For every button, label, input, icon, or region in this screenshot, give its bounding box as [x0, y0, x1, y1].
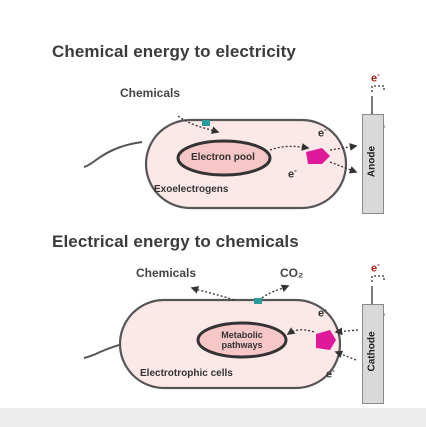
metabolic-line2: pathways [221, 340, 263, 350]
top-chemicals-label: Chemicals [120, 86, 181, 100]
flagellum [83, 141, 143, 168]
teal-protein [254, 298, 262, 304]
electron-arrow [329, 161, 358, 174]
metabolic-line1: Metabolic [221, 330, 263, 340]
electron-arrow [329, 143, 358, 151]
bottom-title: Electrical energy to chemicals [52, 232, 299, 251]
electrotrophic-label: Electrotrophic cells [140, 368, 233, 379]
electron-symbol: e- [371, 70, 380, 85]
magenta-protein [306, 148, 330, 164]
electron-symbol: e- [318, 125, 327, 140]
exoelectrogens-label: Exoelectrogens [154, 184, 229, 195]
cathode-electrode [362, 304, 384, 404]
metabolic-label: Metabolic pathways [218, 330, 266, 350]
electron-arrow [269, 143, 310, 151]
electron-arrow [334, 350, 357, 361]
electron-pool [176, 139, 272, 177]
electron-symbol: e- [371, 260, 380, 275]
anode-electrode [362, 114, 384, 214]
footer-band [0, 408, 426, 427]
teal-protein [202, 120, 210, 126]
circuit-wire [371, 275, 385, 282]
electron-arrow [286, 327, 315, 335]
electron-symbol: e- [318, 305, 327, 320]
anode-label: Anode [366, 145, 378, 178]
co2-arrow [261, 284, 290, 299]
chemicals-arrow [190, 286, 235, 301]
bottom-chemicals-label: Chemicals [136, 266, 197, 280]
electron-symbol: e- [288, 166, 297, 181]
cathode-label: Cathode [366, 331, 378, 372]
electron-symbol: e- [326, 366, 335, 381]
top-title: Chemical energy to electricity [52, 42, 296, 61]
metabolic-pathways [196, 321, 288, 359]
electron-pool-label: Electron pool [191, 152, 255, 163]
magenta-protein [316, 330, 336, 350]
co2-label: CO₂ [280, 266, 304, 280]
circuit-wire [371, 85, 385, 92]
